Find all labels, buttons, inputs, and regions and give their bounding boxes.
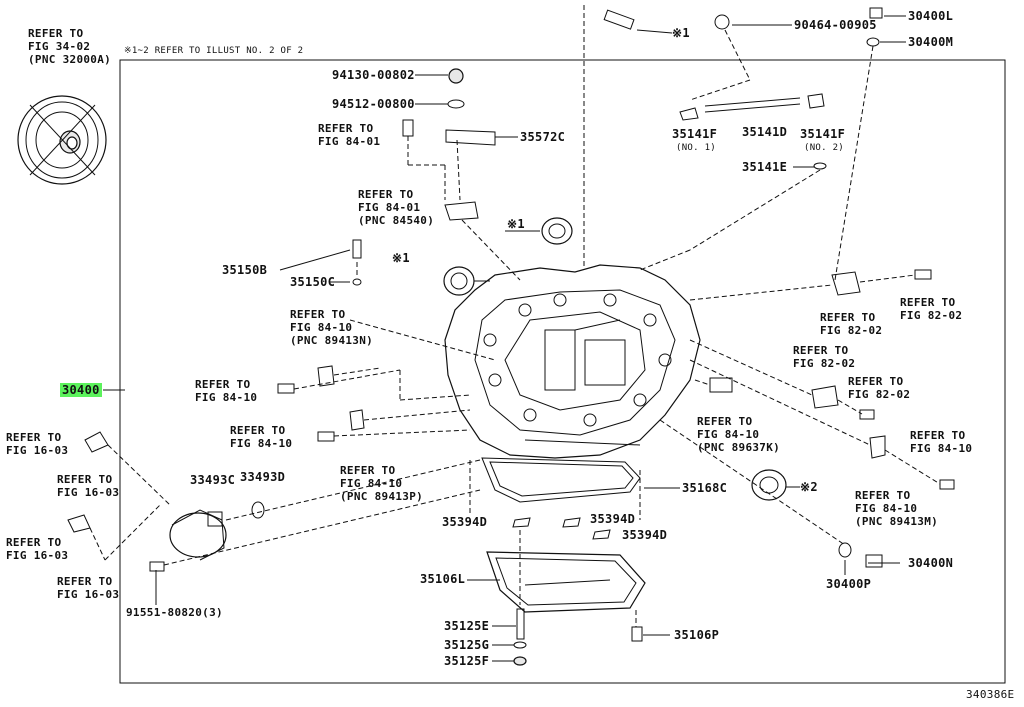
part-35150C[interactable]: 35150C bbox=[290, 275, 336, 289]
part-33493C[interactable]: 33493C bbox=[190, 473, 236, 487]
part-91551-80820[interactable]: 91551-80820(3) bbox=[126, 606, 223, 619]
ref-fig8410-e[interactable]: REFER TO FIG 84-10 (PNC 89637K) bbox=[697, 415, 781, 454]
part-35125G[interactable]: 35125G bbox=[444, 638, 490, 652]
part-35125E[interactable]: 35125E bbox=[444, 619, 490, 633]
ref-fig8202-c[interactable]: REFER TO FIG 82-02 bbox=[793, 344, 856, 370]
torque-converter-illustration bbox=[17, 95, 107, 185]
ref-fig8202-a[interactable]: REFER TO FIG 82-02 bbox=[820, 311, 883, 337]
mark-2: ※2 bbox=[800, 480, 818, 494]
dashed-alignment-lines bbox=[89, 5, 941, 627]
part-35106L[interactable]: 35106L bbox=[420, 572, 466, 586]
ref-fig1603-b[interactable]: REFER TO FIG 16-03 bbox=[57, 473, 120, 499]
part-35394D-a[interactable]: 35394D bbox=[442, 515, 488, 529]
part-33493D[interactable]: 33493D bbox=[240, 470, 286, 484]
ref-fig8410-c[interactable]: REFER TO FIG 84-10 bbox=[230, 424, 293, 450]
mark-1-a: ※1 bbox=[672, 26, 690, 40]
ref-fig8410-b[interactable]: REFER TO FIG 84-10 bbox=[195, 378, 258, 404]
oil-pan-illustration bbox=[486, 551, 646, 613]
part-35150B[interactable]: 35150B bbox=[222, 263, 268, 277]
ref-fig8410-d[interactable]: REFER TO FIG 84-10 (PNC 89413P) bbox=[340, 464, 424, 503]
part-90464-00905[interactable]: 90464-00905 bbox=[794, 18, 877, 32]
part-30400P[interactable]: 30400P bbox=[826, 577, 872, 591]
part-35141F-no1-note: (NO. 1) bbox=[676, 143, 717, 153]
header-note: ※1~2 REFER TO ILLUST NO. 2 OF 2 bbox=[124, 46, 304, 56]
part-30400N[interactable]: 30400N bbox=[908, 556, 954, 570]
part-35125F[interactable]: 35125F bbox=[444, 654, 490, 668]
transaxle-housing-illustration bbox=[444, 264, 701, 459]
part-35168C[interactable]: 35168C bbox=[682, 481, 728, 495]
mark-1-b: ※1 bbox=[507, 217, 525, 231]
part-35572C[interactable]: 35572C bbox=[520, 130, 566, 144]
part-35394D-b[interactable]: 35394D bbox=[590, 512, 636, 526]
illustration-code: 340386E bbox=[966, 688, 1015, 701]
part-30400M[interactable]: 30400M bbox=[908, 35, 954, 49]
part-35106P[interactable]: 35106P bbox=[674, 628, 720, 642]
part-35141E[interactable]: 35141E bbox=[742, 160, 788, 174]
ref-fig8410-a[interactable]: REFER TO FIG 84-10 (PNC 89413N) bbox=[290, 308, 374, 347]
ref-fig8202-b[interactable]: REFER TO FIG 82-02 bbox=[900, 296, 963, 322]
oil-cooler-illustration bbox=[169, 501, 265, 561]
ref-fig1603-a[interactable]: REFER TO FIG 16-03 bbox=[6, 431, 69, 457]
ref-fig1603-d[interactable]: REFER TO FIG 16-03 bbox=[57, 575, 120, 601]
ref-fig8410-f[interactable]: REFER TO FIG 84-10 bbox=[910, 429, 973, 455]
part-35141D[interactable]: 35141D bbox=[742, 125, 788, 139]
ref-fig8401-a[interactable]: REFER TO FIG 84-01 bbox=[318, 122, 381, 148]
part-94512-00800[interactable]: 94512-00800 bbox=[332, 97, 415, 111]
oil-pan-gasket-illustration bbox=[481, 457, 641, 503]
ref-fig8410-g[interactable]: REFER TO FIG 84-10 (PNC 89413M) bbox=[855, 489, 939, 528]
part-35394D-c[interactable]: 35394D bbox=[622, 528, 668, 542]
part-35141F-no2[interactable]: 35141F bbox=[800, 127, 846, 141]
part-35141F-no2-note: (NO. 2) bbox=[804, 143, 845, 153]
part-94130-00802[interactable]: 94130-00802 bbox=[332, 68, 415, 82]
part-30400L[interactable]: 30400L bbox=[908, 9, 954, 23]
part-30400[interactable]: 30400 bbox=[60, 383, 102, 397]
diagram-frame bbox=[119, 59, 1006, 684]
part-35141F-no1[interactable]: 35141F bbox=[672, 127, 718, 141]
mark-1-c: ※1 bbox=[392, 251, 410, 265]
ref-fig8401-b[interactable]: REFER TO FIG 84-01 (PNC 84540) bbox=[358, 188, 435, 227]
leader-lines bbox=[103, 15, 906, 662]
ref-fig1603-c[interactable]: REFER TO FIG 16-03 bbox=[6, 536, 69, 562]
ref-fig8202-d[interactable]: REFER TO FIG 82-02 bbox=[848, 375, 911, 401]
ref-fig34[interactable]: REFER TO FIG 34-02 (PNC 32000A) bbox=[28, 27, 112, 66]
